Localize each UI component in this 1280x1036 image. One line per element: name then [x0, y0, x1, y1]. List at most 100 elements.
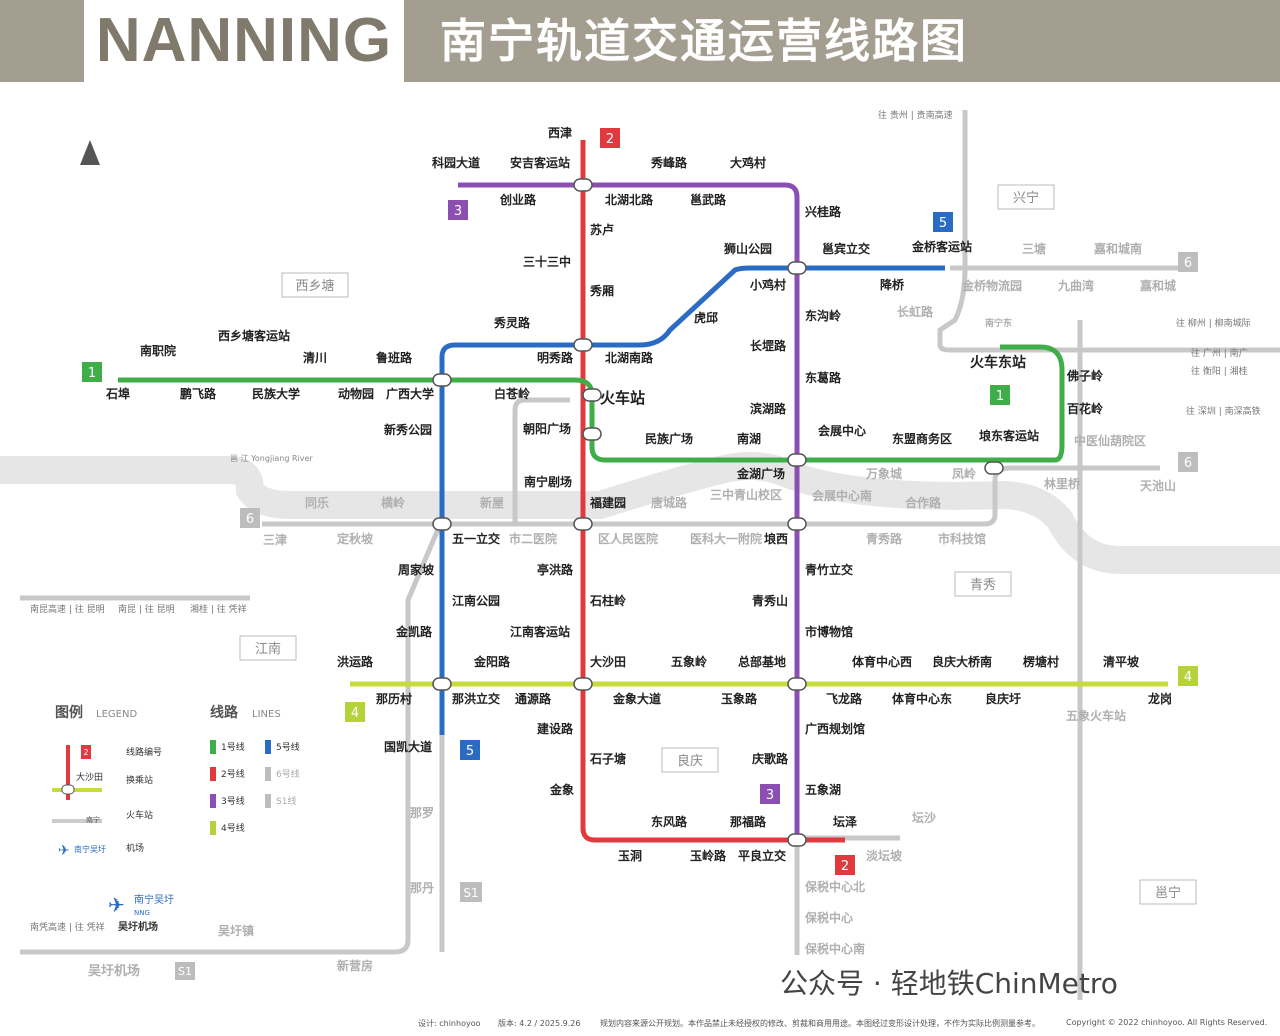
svg-text:新屋: 新屋 [480, 495, 504, 510]
svg-text:滨湖路: 滨湖路 [750, 401, 787, 416]
svg-text:三津: 三津 [263, 532, 287, 547]
svg-text:嘉和城: 嘉和城 [1139, 278, 1176, 293]
svg-text:火车东站: 火车东站 [970, 354, 1026, 371]
svg-text:天池山: 天池山 [1140, 478, 1176, 493]
svg-text:金湖广场: 金湖广场 [736, 466, 785, 481]
transfer-station [787, 833, 807, 847]
svg-text:楞塘村: 楞塘村 [1023, 654, 1059, 669]
svg-text:总部基地: 总部基地 [738, 654, 786, 669]
transfer-station [573, 178, 593, 192]
svg-text:NNG: NNG [134, 909, 150, 917]
transfer-station [984, 461, 1004, 475]
svg-text:东葛路: 东葛路 [805, 370, 842, 385]
svg-text:西乡塘: 西乡塘 [295, 278, 334, 294]
line-1-badge-east [990, 385, 1010, 405]
svg-text:区人民医院: 区人民医院 [598, 531, 658, 546]
svg-text:朝阳广场: 朝阳广场 [523, 421, 571, 436]
svg-text:万象城: 万象城 [865, 466, 902, 481]
svg-text:石埠: 石埠 [105, 386, 130, 401]
footer-copyright: Copyright © 2022 chinhoyoo. All Rights R… [1066, 1018, 1268, 1027]
svg-text:体育中心东: 体育中心东 [892, 691, 952, 706]
svg-text:林里桥: 林里桥 [1044, 476, 1081, 491]
line-2-badge-south [835, 855, 855, 875]
wechat-watermark: 公众号 · 轻地铁ChinMetro [780, 967, 1118, 1000]
svg-text:安吉客运站: 安吉客运站 [510, 155, 570, 170]
footer: 设计: chinhoyoo 版本: 4.2 / 2025.9.26 规划内容来源… [0, 1013, 1280, 1036]
svg-text:3: 3 [766, 788, 774, 803]
svg-text:埌东客运站: 埌东客运站 [979, 428, 1039, 443]
svg-text:创业路: 创业路 [499, 192, 537, 207]
svg-text:LEGEND: LEGEND [96, 709, 137, 720]
transfer-station [787, 453, 807, 467]
airport-icon: ✈ [108, 893, 125, 917]
svg-text:鲁班路: 鲁班路 [375, 350, 413, 365]
svg-text:火车站: 火车站 [126, 809, 153, 821]
svg-text:良庆大桥南: 良庆大桥南 [932, 654, 992, 669]
svg-text:九曲湾: 九曲湾 [1057, 278, 1094, 293]
svg-text:三塘: 三塘 [1022, 241, 1046, 256]
svg-text:民族广场: 民族广场 [645, 431, 693, 446]
svg-text:1号线: 1号线 [221, 741, 245, 753]
svg-text:吴圩镇: 吴圩镇 [218, 923, 254, 938]
svg-text:五象岭: 五象岭 [671, 654, 707, 669]
svg-text:S1: S1 [178, 965, 192, 978]
line-badges: 1 2 3 4 5 6 S1 [82, 128, 1198, 902]
svg-text:佛子岭: 佛子岭 [1066, 368, 1103, 383]
s1-badge-airport [175, 962, 195, 980]
line-5-badge-south [460, 740, 480, 760]
svg-text:清川: 清川 [303, 350, 327, 365]
svg-text:江南客运站: 江南客运站 [510, 624, 570, 639]
svg-text:金阳路: 金阳路 [473, 654, 511, 669]
svg-text:白苍岭: 白苍岭 [494, 386, 530, 401]
airport-icon: ✈ [58, 843, 70, 859]
svg-text:5号线: 5号线 [276, 741, 300, 753]
svg-text:金凯路: 金凯路 [395, 624, 433, 639]
svg-text:西津: 西津 [548, 125, 572, 140]
header-bar: NANNING 南宁轨道交通运营线路图 [0, 0, 1280, 82]
svg-text:南昆高速 | 往 昆明: 南昆高速 | 往 昆明 [30, 603, 105, 615]
svg-text:邕宁: 邕宁 [1155, 885, 1181, 901]
svg-text:南宁东: 南宁东 [985, 317, 1012, 329]
svg-text:江南: 江南 [255, 641, 281, 657]
svg-text:鹏飞路: 鹏飞路 [180, 386, 217, 401]
transfer-station [573, 338, 593, 352]
svg-text:江南公园: 江南公园 [452, 593, 500, 608]
svg-text:东沟岭: 东沟岭 [805, 308, 841, 323]
svg-text:良庆: 良庆 [677, 753, 703, 769]
svg-text:新秀公园: 新秀公园 [384, 422, 432, 437]
line-2-path [580, 140, 845, 843]
svg-text:火车站: 火车站 [600, 389, 645, 407]
legend-panel: 图例 LEGEND 2 线路编号 大沙田 换乘站 南宁 火车站 ✈ 南宁吴圩 机… [52, 704, 174, 917]
planned-lines [20, 110, 1280, 1000]
svg-text:科园大道: 科园大道 [432, 155, 480, 170]
s1-airport-station: 吴圩机场 [88, 963, 140, 979]
svg-text:会展中心: 会展中心 [818, 423, 866, 438]
svg-text:3号线: 3号线 [221, 795, 245, 807]
transfer-station [787, 261, 807, 275]
line-3-labels: 科园大道 创业路 北湖北路 秀峰路 邕武路 大鸡村 兴桂路 狮山公园 小鸡村 东… [432, 155, 865, 797]
district-labels: 西乡塘 兴宁 青秀 江南 良庆 邕宁 [239, 184, 1197, 905]
transfer-station [432, 517, 452, 531]
svg-text:医科大一附院: 医科大一附院 [690, 531, 762, 546]
transfer-station [582, 388, 602, 402]
line-3-badge-south [760, 784, 780, 804]
svg-text:那历村: 那历村 [376, 691, 412, 706]
svg-text:广西规划馆: 广西规划馆 [805, 721, 865, 736]
svg-text:建设路: 建设路 [536, 721, 574, 736]
svg-text:1: 1 [996, 389, 1004, 404]
svg-text:新营房: 新营房 [337, 958, 373, 973]
svg-text:金象大道: 金象大道 [612, 691, 661, 706]
svg-text:良庆圩: 良庆圩 [985, 691, 1021, 706]
svg-text:6: 6 [246, 512, 254, 527]
svg-text:6: 6 [1184, 256, 1192, 271]
svg-text:三中青山校区: 三中青山校区 [710, 487, 782, 502]
line-4-badge-east [1178, 666, 1198, 686]
svg-text:小鸡村: 小鸡村 [750, 277, 786, 292]
svg-text:往 广州 | 南广: 往 广州 | 南广 [1191, 347, 1248, 359]
footer-note: 规划内容来源公开规划。本作品禁止未经授权的修改、剪裁和商用用途。本图经过变形设计… [600, 1019, 1040, 1028]
svg-text:那罗: 那罗 [410, 805, 434, 820]
line-6-badge-east [1178, 452, 1198, 472]
svg-text:通源路: 通源路 [515, 691, 552, 706]
svg-text:平良立交: 平良立交 [738, 848, 786, 863]
svg-text:2号线: 2号线 [221, 768, 245, 780]
